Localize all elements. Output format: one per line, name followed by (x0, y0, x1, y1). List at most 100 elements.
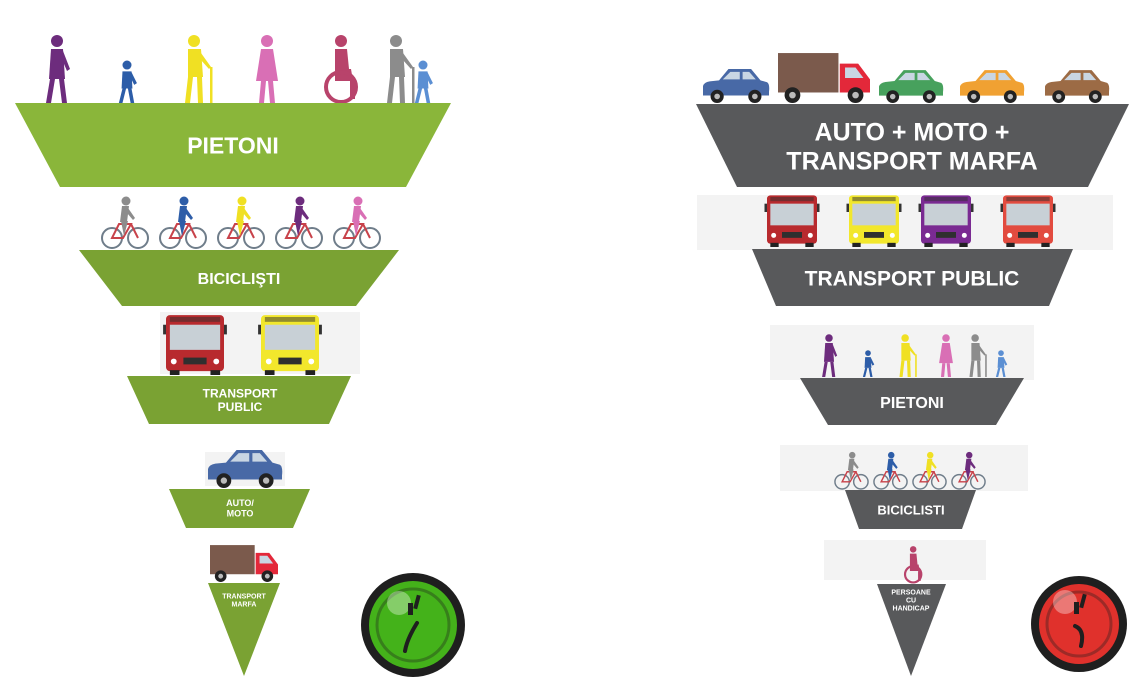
elder-part (969, 334, 987, 377)
person-slot (118, 60, 137, 103)
cyclist-slot (834, 451, 869, 490)
woman-icon (256, 35, 278, 103)
cyclist-row (101, 196, 381, 249)
cyclist-icon (101, 196, 149, 249)
tier-label: AUTO + MOTO + (815, 119, 1010, 147)
child-part (414, 60, 433, 103)
car-icon (879, 70, 944, 103)
tier-label: BICICLIŞTI (198, 271, 281, 288)
cyclist-slot (159, 196, 207, 249)
person-slot (46, 35, 70, 103)
cyclist-icon (159, 196, 207, 249)
tier-label: PUBLIC (218, 400, 263, 414)
tier-transport-marfa (208, 583, 280, 676)
tier-transport-public (752, 249, 1073, 306)
cyclist-slot (101, 196, 149, 249)
cyclist-icon (333, 196, 381, 249)
cyclist-row (834, 451, 986, 490)
cyclist-slot (333, 196, 381, 249)
person-slot (387, 35, 433, 103)
truck-icon (210, 545, 278, 582)
tier-label: BICICLISTI (877, 503, 944, 518)
pedestrian-row (46, 35, 433, 104)
person-slot (939, 334, 953, 377)
person-slot (969, 334, 1008, 377)
person-slot (185, 35, 213, 103)
car-slot (960, 70, 1025, 103)
vehicle-row (703, 53, 1110, 103)
wheelchair-user-icon (324, 35, 358, 104)
elder-with-child-icon (387, 35, 433, 103)
cyclist-icon (834, 451, 869, 490)
bus-icon (258, 315, 322, 375)
tier-label: CU (906, 598, 916, 605)
tier-auto-moto (169, 489, 310, 528)
bus-slot (163, 315, 227, 375)
cyclist-icon (912, 451, 947, 490)
tier-biciclisti (845, 490, 976, 529)
smiley-face-icon (361, 573, 465, 677)
bus-icon (764, 195, 820, 247)
tier-label: PIETONI (880, 395, 944, 412)
cyclist-slot (951, 451, 986, 490)
truck-slot (210, 545, 278, 582)
child-part (995, 350, 1008, 377)
bus-icon (1000, 195, 1056, 247)
pedestrian-row (822, 334, 1008, 377)
tier-transport-public (127, 376, 351, 424)
cyclist-icon (873, 451, 908, 490)
cyclist-icon (217, 196, 265, 249)
tier-label: MOTO (227, 508, 254, 518)
bus-slot (1000, 195, 1056, 247)
cyclist-icon (951, 451, 986, 490)
good-pyramid: PIETONIBICICLIŞTITRANSPORTPUBLICAUTO/MOT… (15, 35, 465, 677)
cyclist-slot (275, 196, 323, 249)
tier-label: HANDICAP (893, 606, 930, 613)
bus-icon (846, 195, 902, 247)
person-slot (822, 334, 838, 377)
car-icon (208, 449, 283, 488)
woman-icon (939, 334, 953, 377)
pedestrian-icon (46, 35, 70, 103)
tier-label: TRANSPORT (222, 593, 266, 600)
tier-biciclisti (79, 250, 399, 306)
elder-with-cane-icon (899, 334, 917, 377)
child-pedestrian-icon (995, 350, 1008, 377)
sad-face-icon (1031, 576, 1127, 672)
tier-label: PERSOANE (891, 589, 931, 596)
car-icon (1045, 70, 1110, 103)
car-slot (703, 69, 770, 103)
tier-pietoni (800, 378, 1024, 425)
bus-slot (918, 195, 974, 247)
car-slot (879, 70, 944, 103)
elder-part (387, 35, 415, 103)
background-panel (780, 445, 1028, 491)
elder-with-cane-icon (387, 35, 415, 103)
person-slot (862, 350, 875, 377)
person-slot (899, 334, 917, 377)
tier-auto-moto-marfa (696, 104, 1129, 187)
cyclist-slot (912, 451, 947, 490)
tier-label: PIETONI (187, 132, 279, 158)
tier-label: TRANSPORT MARFA (786, 147, 1037, 175)
pedestrian-icon (822, 334, 838, 377)
tier-label: TRANSPORT (203, 386, 278, 400)
person-slot (256, 35, 278, 103)
tier-pietoni (15, 103, 451, 187)
tier-label: TRANSPORT PUBLIC (805, 268, 1020, 291)
child-pedestrian-icon (862, 350, 875, 377)
elder-with-child-icon (969, 334, 1008, 377)
bus-slot (846, 195, 902, 247)
child-pedestrian-icon (414, 60, 433, 103)
elder-with-cane-icon (969, 334, 987, 377)
car-icon (960, 70, 1025, 103)
wheelchair-user-icon (903, 546, 923, 584)
tier-label: AUTO/ (226, 498, 254, 508)
bus-icon (163, 315, 227, 375)
elder-with-cane-icon (185, 35, 213, 103)
cyclist-slot (873, 451, 908, 490)
wheelchair-slot (903, 546, 923, 584)
truck-slot (778, 53, 870, 103)
person-slot (324, 35, 358, 104)
